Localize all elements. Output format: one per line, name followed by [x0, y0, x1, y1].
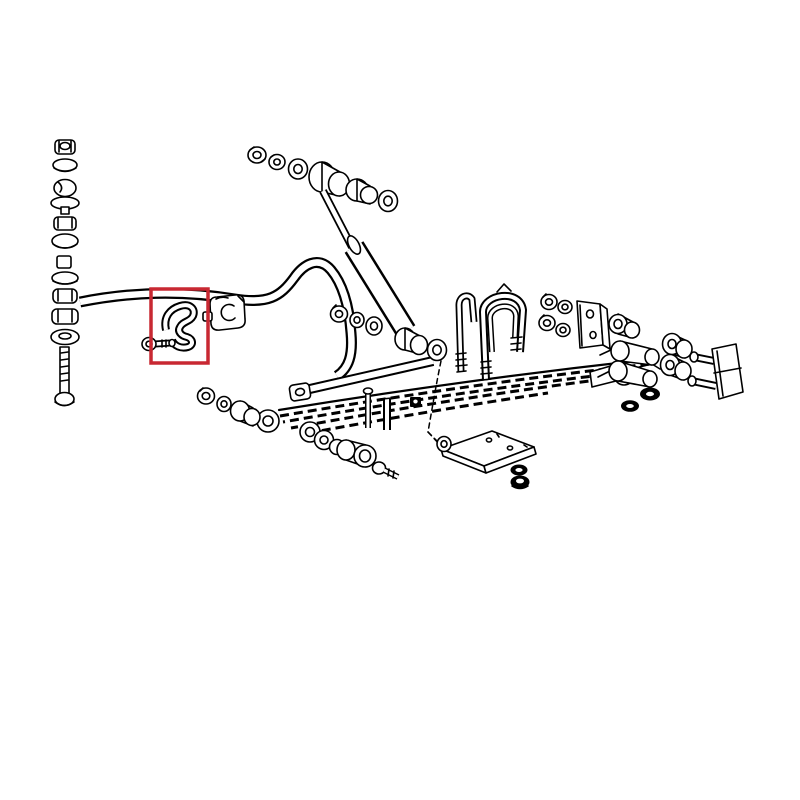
stabilizer-bar-bracket	[161, 301, 198, 352]
seat-plate-nuts	[510, 464, 530, 490]
u-bolts	[455, 283, 527, 381]
shackle-bushing	[608, 313, 641, 339]
u-bolt-nuts	[538, 293, 573, 338]
stabilizer-bar	[78, 257, 435, 402]
spring-seat-plate	[427, 430, 537, 474]
spring-hanger-bracket	[576, 300, 611, 350]
shackle-outer-plate	[687, 343, 744, 400]
spring-shackle	[589, 332, 693, 412]
selected-part-highlight-box[interactable]	[149, 287, 210, 365]
bracket-bolt	[141, 336, 176, 352]
shock-absorber	[319, 189, 448, 447]
spring-front-mount-parts	[196, 387, 261, 427]
stabilizer-link-parts	[50, 139, 80, 407]
shock-absorber-mount-parts	[247, 146, 399, 213]
spring-front-pin-assembly	[299, 421, 400, 480]
